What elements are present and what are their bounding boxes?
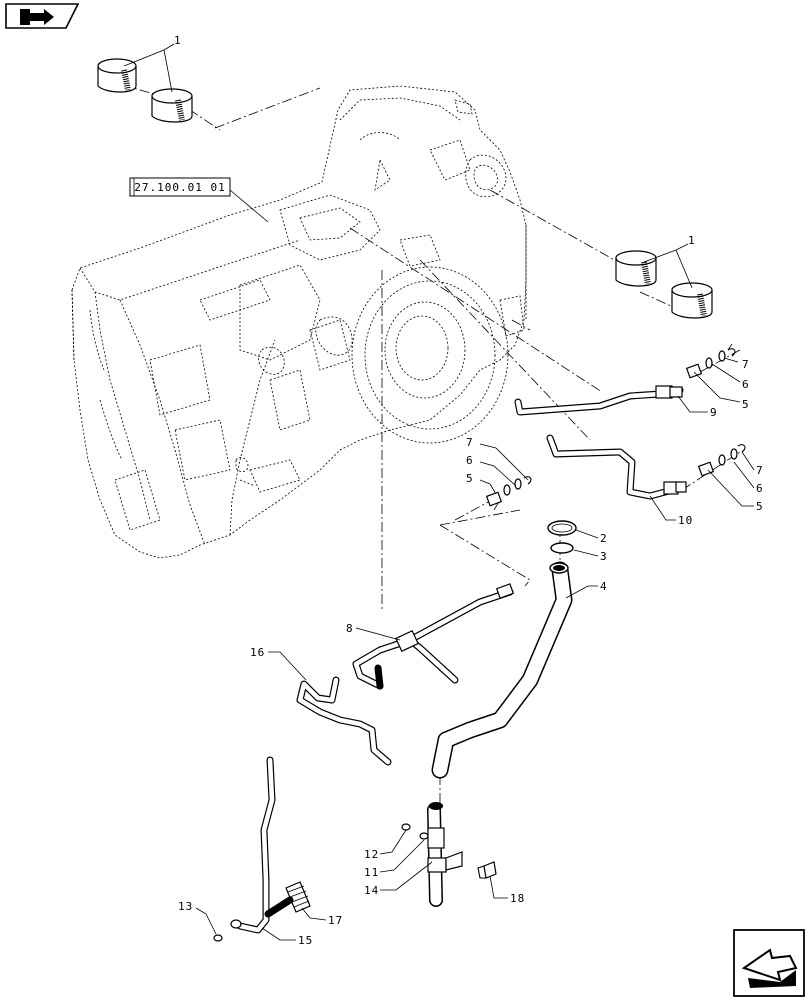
callout-1: 1 bbox=[688, 234, 696, 247]
fitting-set-middle bbox=[485, 476, 532, 507]
callout-6: 6 bbox=[742, 378, 750, 391]
reference-label-box[interactable]: 27.100.01 01 bbox=[129, 177, 269, 223]
pipe-4 bbox=[431, 561, 573, 779]
callout-16: 16 bbox=[250, 646, 265, 659]
transmission-housing bbox=[71, 85, 527, 559]
callout-4: 4 bbox=[600, 580, 608, 593]
book-arrow-icon[interactable] bbox=[5, 3, 80, 29]
pipe-14 bbox=[427, 802, 463, 907]
callout-18: 18 bbox=[510, 892, 525, 905]
bushing-right-1 bbox=[615, 250, 657, 287]
leader-lines bbox=[123, 43, 755, 941]
callout-15: 15 bbox=[298, 934, 313, 947]
callout-5: 5 bbox=[756, 500, 764, 513]
bushing-right-2 bbox=[671, 282, 713, 319]
callout-14: 14 bbox=[364, 884, 379, 897]
bushing-top-left-2 bbox=[151, 88, 193, 123]
fitting-set-upper bbox=[685, 348, 736, 379]
pipe-8 bbox=[352, 583, 515, 690]
washer-11 bbox=[419, 832, 429, 840]
callout-11: 11 bbox=[364, 866, 379, 879]
reference-label: 27.100.01 01 bbox=[134, 181, 225, 194]
fitting-set-lower-right bbox=[697, 444, 746, 477]
callout-labels: 1 1 2 3 4 5 6 7 9 7 6 5 7 6 5 10 8 16 12… bbox=[174, 34, 764, 947]
bolt-18 bbox=[477, 861, 497, 879]
pipe-16 bbox=[296, 676, 392, 766]
next-page-arrow-icon[interactable] bbox=[733, 929, 805, 997]
seal-ring-3 bbox=[550, 542, 574, 554]
callout-5: 5 bbox=[742, 398, 750, 411]
nut-12 bbox=[401, 823, 411, 831]
callout-7: 7 bbox=[466, 436, 474, 449]
pipe-9 bbox=[514, 385, 684, 416]
callout-2: 2 bbox=[600, 532, 608, 545]
pipe-10 bbox=[546, 434, 687, 500]
callout-1: 1 bbox=[174, 34, 182, 47]
callout-6: 6 bbox=[466, 454, 474, 467]
pipe-15 bbox=[230, 756, 276, 934]
callout-13: 13 bbox=[178, 900, 193, 913]
callout-5: 5 bbox=[466, 472, 474, 485]
callout-8: 8 bbox=[346, 622, 354, 635]
callout-12: 12 bbox=[364, 848, 379, 861]
ring-13 bbox=[213, 934, 223, 942]
callout-9: 9 bbox=[710, 406, 718, 419]
bushing-top-left-1 bbox=[97, 58, 137, 93]
callout-3: 3 bbox=[600, 550, 608, 563]
seal-ring-2 bbox=[547, 520, 577, 536]
callout-7: 7 bbox=[742, 358, 750, 371]
callout-7: 7 bbox=[756, 464, 764, 477]
callout-17: 17 bbox=[328, 914, 343, 927]
callout-6: 6 bbox=[756, 482, 764, 495]
filter-17 bbox=[264, 881, 311, 918]
callout-10: 10 bbox=[678, 514, 693, 527]
